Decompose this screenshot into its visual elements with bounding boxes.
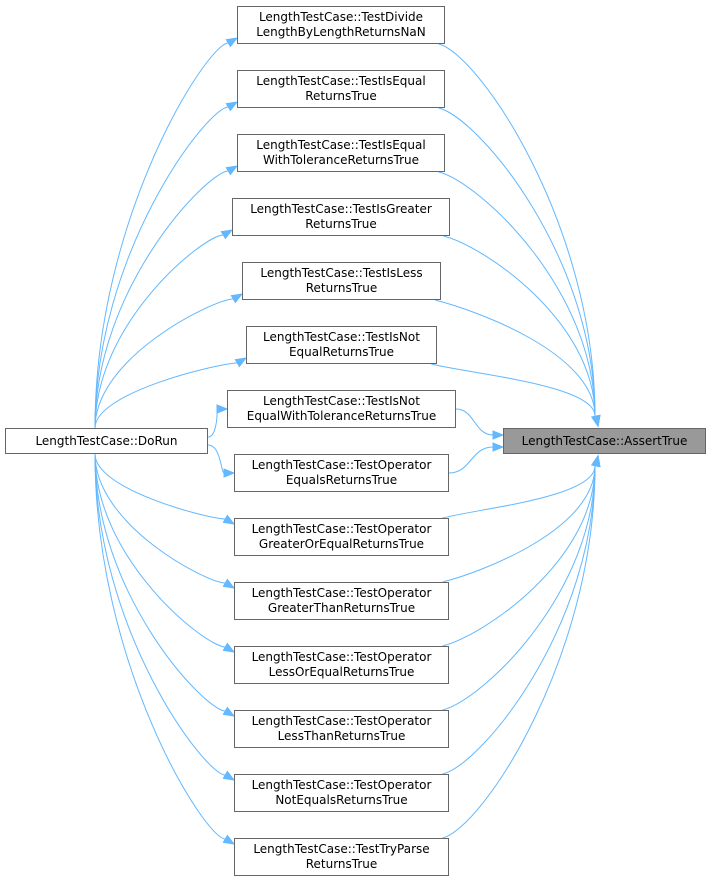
node-label-line2: LengthByLengthReturnsNaN — [256, 25, 426, 39]
node-label: LengthTestCase::DoRun — [35, 433, 178, 448]
node-testoperator-lessorequalreturnstrue[interactable]: LengthTestCase::TestOperator LessOrEqual… — [234, 646, 449, 684]
edge-caller-to-asserttrue — [438, 107, 596, 417]
edge-arrowhead — [222, 834, 236, 845]
node-label-line2: WithToleranceReturnsTrue — [262, 153, 420, 167]
edge-dorun-to-caller — [94, 170, 229, 429]
edge-dorun-to-caller — [94, 106, 229, 429]
node-label-line2: LessThanReturnsTrue — [277, 729, 406, 743]
node-label-line2: EqualsReturnsTrue — [285, 473, 398, 487]
edge-caller-to-asserttrue — [442, 465, 596, 711]
node-testtryparse-returnstrue[interactable]: LengthTestCase::TestTryParse ReturnsTrue — [234, 838, 449, 876]
node-label-line1: LengthTestCase::TestIsEqual — [256, 74, 426, 88]
edge-caller-to-asserttrue — [431, 363, 596, 417]
node-testoperator-equalsreturnstrue[interactable]: LengthTestCase::TestOperator EqualsRetur… — [234, 454, 449, 492]
edge-dorun-to-caller — [94, 453, 226, 840]
edge-arrowhead — [222, 514, 236, 525]
edge-dorun-to-caller — [94, 453, 226, 520]
edge-arrowhead — [222, 578, 236, 589]
node-label-line2: ReturnsTrue — [305, 857, 378, 871]
edge-arrowhead — [492, 430, 505, 440]
edge-arrowhead — [234, 357, 248, 368]
edge-dorun-to-caller — [207, 444, 225, 474]
edge-arrowhead — [230, 293, 244, 304]
node-label-line1: LengthTestCase::TestIsNot — [263, 394, 420, 408]
node-label: LengthTestCase::AssertTrue — [521, 433, 688, 448]
edge-dorun-to-caller — [94, 362, 238, 429]
edge-caller-to-asserttrue — [442, 465, 596, 583]
node-label-line1: LengthTestCase::TestIsLess — [260, 266, 423, 280]
node-label-line2: GreaterOrEqualReturnsTrue — [258, 537, 425, 551]
node-label-line1: LengthTestCase::TestIsNot — [263, 330, 420, 344]
node-testisnot-equalwithtolerancereturnstrue[interactable]: LengthTestCase::TestIsNot EqualWithToler… — [227, 390, 456, 428]
node-testisgreater-returnstrue[interactable]: LengthTestCase::TestIsGreater ReturnsTru… — [232, 198, 450, 236]
edge-dorun-to-caller — [207, 408, 218, 438]
node-label-line1: LengthTestCase::TestOperator — [251, 714, 432, 728]
node-label-line1: LengthTestCase::TestOperator — [251, 778, 432, 792]
node-label-line1: LengthTestCase::TestOperator — [251, 586, 432, 600]
node-testoperator-greaterorequalreturnstrue[interactable]: LengthTestCase::TestOperator GreaterOrEq… — [234, 518, 449, 556]
node-testoperator-greaterthanreturnstrue[interactable]: LengthTestCase::TestOperator GreaterThan… — [234, 582, 449, 620]
node-label-line2: EqualReturnsTrue — [288, 345, 395, 359]
edge-dorun-to-caller — [94, 453, 226, 712]
node-label-line2: NotEqualsReturnsTrue — [275, 793, 408, 807]
edge-dorun-to-caller — [94, 453, 226, 648]
node-label-line1: LengthTestCase::TestTryParse — [253, 842, 430, 856]
edge-dorun-to-caller — [94, 453, 226, 776]
node-label-line2: LessOrEqualReturnsTrue — [268, 665, 415, 679]
edge-arrowhead — [222, 770, 236, 781]
edge-arrowhead — [222, 642, 236, 653]
node-label-line2: ReturnsTrue — [305, 89, 377, 103]
node-testdivide-lengthbylengthreturnsnan[interactable]: LengthTestCase::TestDivide LengthByLengt… — [237, 6, 445, 44]
node-label-line2: ReturnsTrue — [305, 281, 378, 295]
edge-caller-to-asserttrue — [434, 299, 596, 417]
edge-arrowhead — [216, 404, 229, 414]
edge-arrowhead — [220, 229, 234, 240]
node-testisnot-equalreturnstrue[interactable]: LengthTestCase::TestIsNot EqualReturnsTr… — [246, 326, 437, 364]
edge-caller-to-asserttrue — [438, 171, 596, 417]
node-testoperator-lessthanreturnstrue[interactable]: LengthTestCase::TestOperator LessThanRet… — [234, 710, 449, 748]
node-label-line1: LengthTestCase::TestOperator — [251, 650, 432, 664]
edge-dorun-to-caller — [94, 42, 229, 429]
edge-caller-to-asserttrue — [438, 43, 596, 417]
edge-caller-to-asserttrue — [442, 465, 596, 839]
node-label-line1: LengthTestCase::TestOperator — [251, 522, 432, 536]
edge-caller-to-asserttrue — [455, 408, 494, 436]
edge-caller-to-asserttrue — [442, 465, 596, 519]
edge-dorun-to-caller — [94, 234, 224, 429]
edge-arrowhead — [225, 101, 239, 112]
node-label-line2: EqualWithToleranceReturnsTrue — [246, 409, 437, 423]
node-dorun[interactable]: LengthTestCase::DoRun — [5, 428, 208, 454]
edge-arrowhead — [492, 442, 505, 452]
node-asserttrue: LengthTestCase::AssertTrue — [503, 428, 706, 454]
node-label-line2: ReturnsTrue — [305, 217, 377, 231]
edge-arrowhead — [591, 414, 601, 428]
edge-arrowhead — [225, 165, 239, 176]
node-testisequal-returnstrue[interactable]: LengthTestCase::TestIsEqual ReturnsTrue — [237, 70, 445, 108]
edge-caller-to-asserttrue — [442, 465, 596, 647]
node-testisless-returnstrue[interactable]: LengthTestCase::TestIsLess ReturnsTrue — [242, 262, 441, 300]
node-label-line2: GreaterThanReturnsTrue — [267, 601, 416, 615]
node-testisequal-withtolerancereturnstrue[interactable]: LengthTestCase::TestIsEqual WithToleranc… — [237, 134, 445, 172]
edge-arrowhead — [591, 454, 601, 468]
edge-caller-to-asserttrue — [442, 465, 596, 775]
edge-dorun-to-caller — [94, 453, 226, 584]
node-label-line1: LengthTestCase::TestIsEqual — [256, 138, 426, 152]
edge-arrowhead — [222, 706, 236, 717]
edge-caller-to-asserttrue — [443, 235, 596, 417]
edge-caller-to-asserttrue — [448, 446, 494, 474]
edge-arrowhead — [225, 37, 239, 48]
node-label-line1: LengthTestCase::TestOperator — [251, 458, 432, 472]
node-testoperator-notequalsreturnstrue[interactable]: LengthTestCase::TestOperator NotEqualsRe… — [234, 774, 449, 812]
edge-dorun-to-caller — [94, 298, 234, 429]
node-label-line1: LengthTestCase::TestDivide — [258, 10, 424, 24]
edge-arrowhead — [223, 468, 236, 478]
node-label-line1: LengthTestCase::TestIsGreater — [250, 202, 432, 216]
